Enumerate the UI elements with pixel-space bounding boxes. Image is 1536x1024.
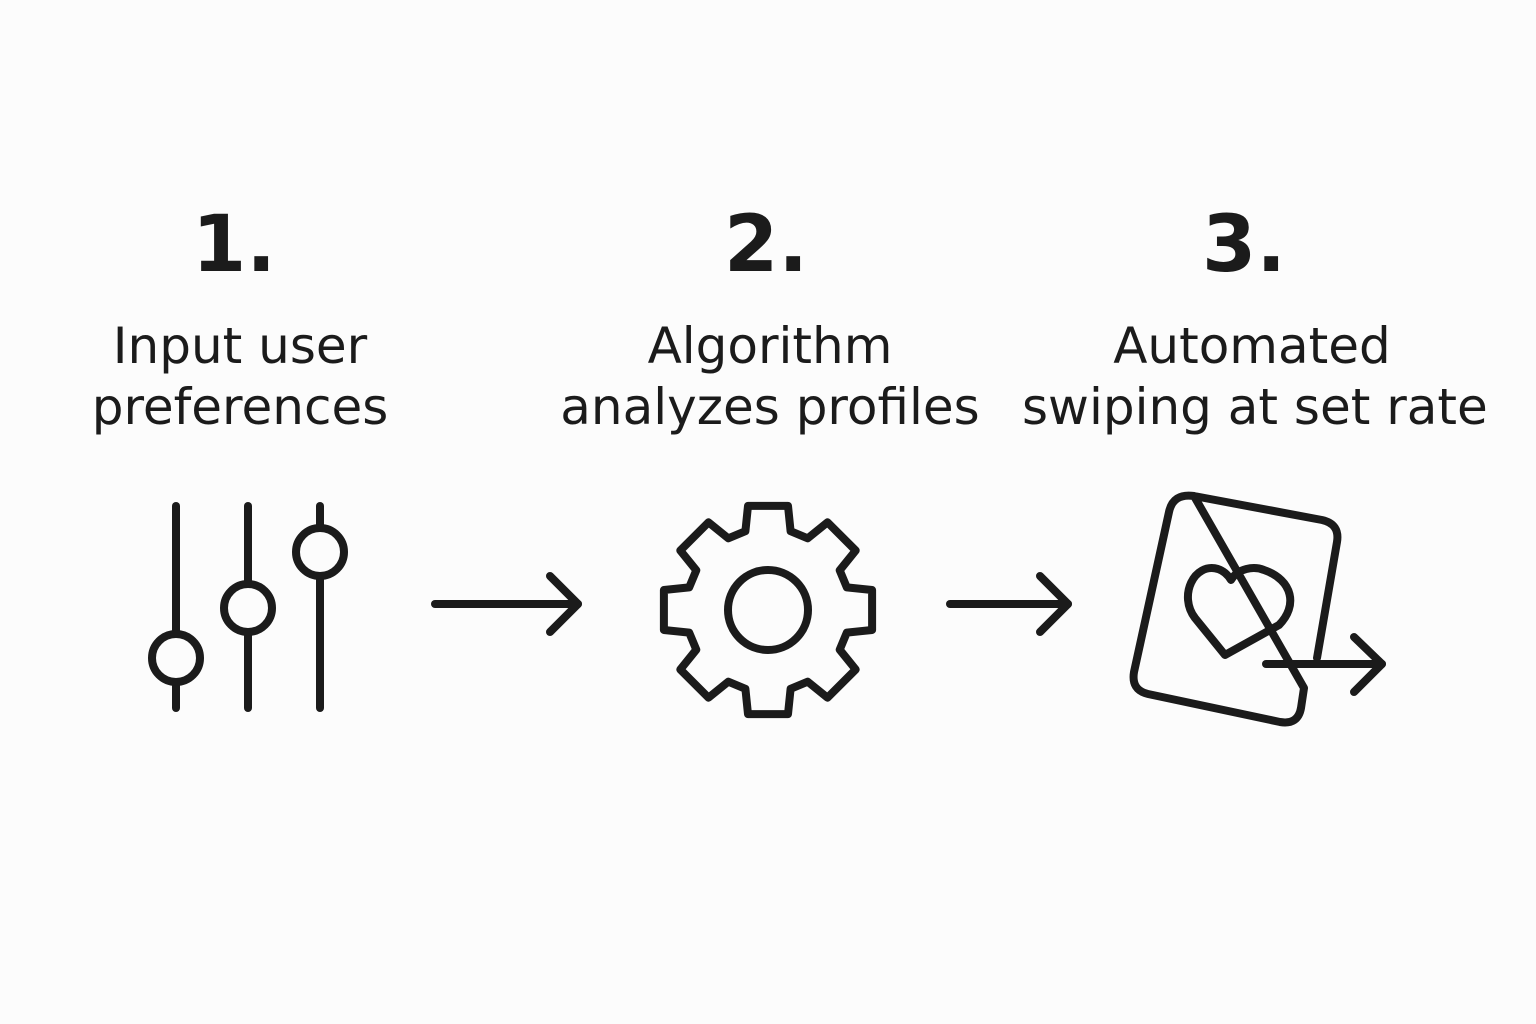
step-1-label-line-1: Input user xyxy=(112,317,368,375)
arrow-right-icon xyxy=(431,572,582,636)
heart-shape xyxy=(1183,564,1295,659)
step-3-label-line-1: Automated xyxy=(1113,317,1391,375)
step-3-number: 3. xyxy=(1202,200,1286,290)
heart-card-swipe-icon xyxy=(1129,491,1386,727)
step-1-number: 1. xyxy=(192,200,276,290)
step-2-label-line-2: analyzes profiles xyxy=(560,378,980,436)
step-3-label-line-2: swiping at set rate xyxy=(1022,378,1488,436)
step-2-label-line-1: Algorithm xyxy=(647,317,893,375)
sliders-icon xyxy=(148,502,348,712)
gear-teeth xyxy=(659,501,877,719)
step-1-label: Input user preferences xyxy=(10,316,470,438)
step-1-label-line-2: preferences xyxy=(91,378,389,436)
step-2-number: 2. xyxy=(724,200,808,290)
arrow-right-icon xyxy=(946,572,1072,636)
step-3-label: Automated swiping at set rate xyxy=(1022,316,1488,438)
gear-icon xyxy=(659,501,877,719)
step-2-label: Algorithm analyzes profiles xyxy=(540,316,1000,438)
card-outline xyxy=(1129,491,1342,727)
